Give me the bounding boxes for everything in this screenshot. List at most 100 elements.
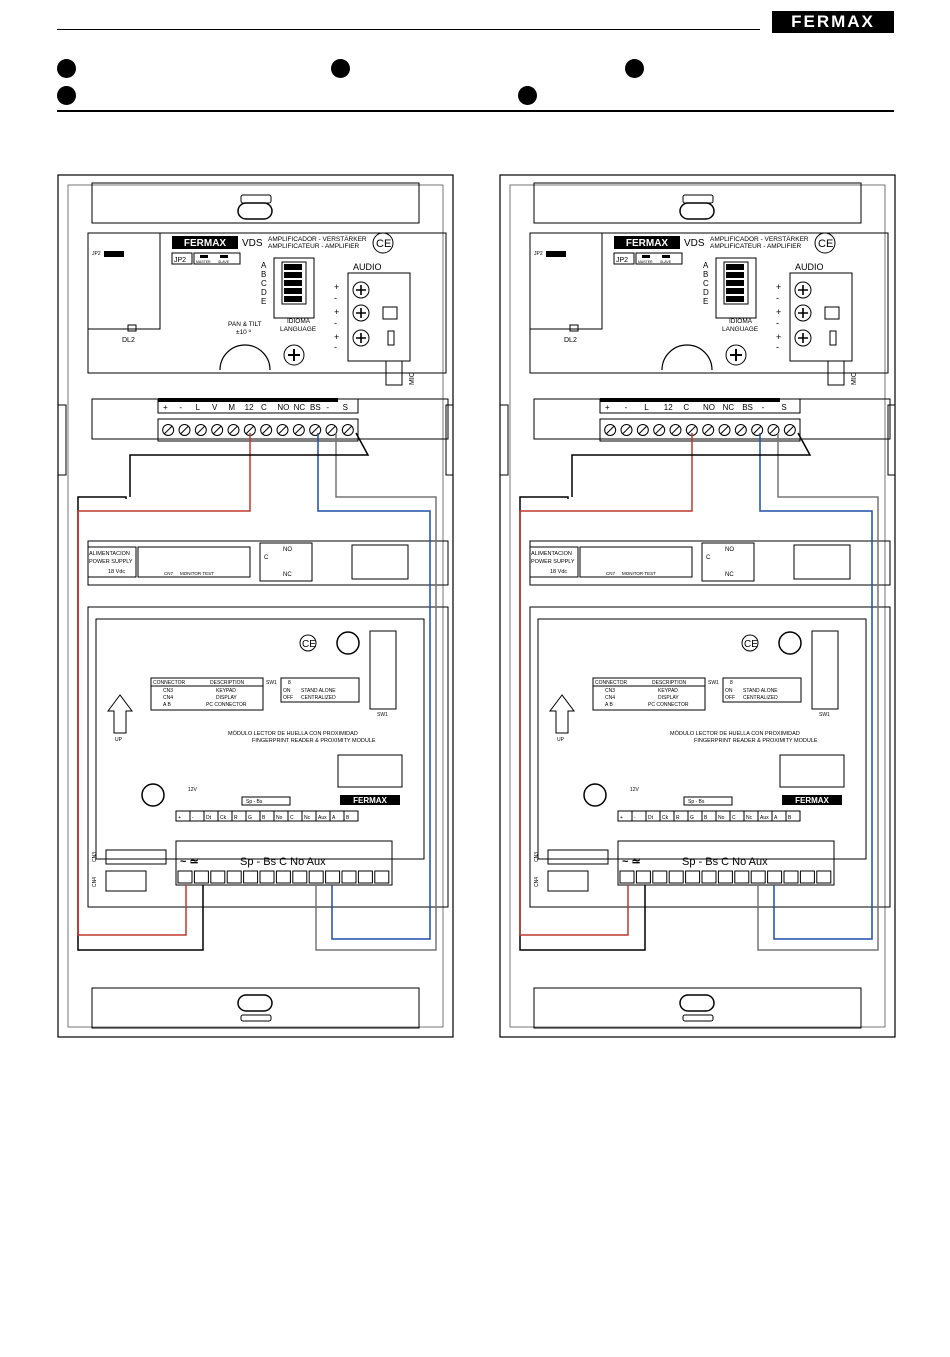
svg-text:CN3: CN3 [163, 688, 173, 694]
connector-label: - [634, 815, 636, 821]
connector-label: C [732, 815, 736, 821]
svg-text:OFF: OFF [725, 695, 735, 701]
strip-terminal [635, 870, 651, 884]
svg-text:CE: CE [744, 639, 758, 650]
svg-text:Sp - Bs C No Aux: Sp - Bs C No Aux [682, 856, 768, 868]
svg-text:SW1: SW1 [819, 712, 830, 718]
svg-text:VDS: VDS [684, 238, 705, 249]
connector-label: G [248, 815, 252, 821]
svg-text:POWER SUPPLY: POWER SUPPLY [531, 559, 575, 565]
svg-text:PAN & TILT: PAN & TILT [228, 321, 262, 328]
connector-label: C [290, 815, 294, 821]
svg-text:CE: CE [302, 639, 316, 650]
svg-text:DESCRIPTION: DESCRIPTION [652, 680, 687, 686]
connector-label: No [276, 815, 283, 821]
svg-text:SW1: SW1 [377, 712, 388, 718]
svg-text:D: D [261, 288, 267, 297]
connector-label: Dt [206, 815, 212, 821]
screw-terminal [341, 424, 354, 436]
left-panel: JP2 DL2 FERMAX VDS AMPLIFICADOR - VERSTÄ… [57, 174, 454, 1038]
screw-slot [212, 425, 222, 435]
svg-text:IDIOMA: IDIOMA [729, 318, 753, 325]
screw-terminal [309, 424, 322, 436]
svg-text:8: 8 [730, 680, 733, 686]
language-dip-switch: A B C D E [261, 257, 315, 319]
screw-terminal [620, 424, 633, 436]
screw-terminal [227, 424, 240, 436]
svg-text:18 Vdc: 18 Vdc [108, 569, 125, 575]
strip-terminal [292, 870, 308, 884]
screw-slot [196, 425, 206, 435]
svg-text:ON: ON [283, 688, 291, 694]
connector-label: Nc [746, 815, 753, 821]
svg-text:DISPLAY: DISPLAY [658, 695, 679, 701]
screw-slot [163, 425, 173, 435]
svg-text:18 Vdc: 18 Vdc [550, 569, 567, 575]
svg-text:-: - [776, 318, 779, 328]
svg-text:MÓDULO LECTOR DE HUELLA CON PR: MÓDULO LECTOR DE HUELLA CON PROXIMIDAD [228, 730, 358, 737]
right-panel: JP2 DL2 FERMAX VDS AMPLIFICADOR - VERSTÄ… [499, 174, 896, 1038]
amp-title-1: AMPLIFICADOR - VERSTÄRKER [268, 235, 367, 243]
svg-text:C: C [261, 279, 267, 288]
svg-text:8: 8 [288, 680, 291, 686]
svg-text:STAND ALONE: STAND ALONE [743, 688, 778, 694]
terminal-label: NC [723, 403, 735, 412]
screw-terminal [260, 424, 273, 436]
svg-text:+: + [334, 332, 339, 342]
svg-text:-: - [334, 293, 337, 303]
svg-text:CN4: CN4 [163, 695, 173, 701]
svg-text:+: + [776, 307, 781, 317]
svg-text:KEYPAD: KEYPAD [658, 688, 678, 694]
strip-terminal [193, 870, 209, 884]
terminal-label: + [605, 403, 610, 412]
svg-text:-: - [334, 342, 337, 352]
svg-text:C: C [706, 555, 711, 561]
screw-slot [605, 425, 615, 435]
screw-slot [752, 425, 762, 435]
svg-text:Sp - Bs: Sp - Bs [246, 799, 263, 805]
svg-text:+: + [776, 332, 781, 342]
screw-terminal [162, 424, 175, 436]
terminal-label: C [261, 403, 267, 412]
svg-text:A: A [703, 261, 709, 270]
terminal-label: BS [742, 403, 753, 412]
screw-slot [245, 425, 255, 435]
screw-slot [654, 425, 664, 435]
connector-label: B [788, 815, 792, 821]
screw-terminal [604, 424, 617, 436]
svg-text:Sp - Bs C No Aux: Sp - Bs C No Aux [240, 856, 326, 868]
svg-text:NO: NO [283, 547, 292, 553]
svg-text:+: + [334, 307, 339, 317]
svg-text:CN3: CN3 [92, 852, 98, 862]
svg-text:UP: UP [115, 737, 123, 743]
screw-terminal [636, 424, 649, 436]
terminal-label: V [212, 403, 218, 412]
screw-slot [785, 425, 795, 435]
svg-text:CONNECTOR: CONNECTOR [153, 680, 186, 686]
screw-slot [720, 425, 729, 435]
screw-terminal [767, 424, 780, 436]
connector-label: B [704, 815, 708, 821]
svg-text:IDIOMA: IDIOMA [287, 318, 311, 325]
terminal-label: M [228, 403, 235, 412]
svg-text:FINGERPRINT READER & PROXIMITY: FINGERPRINT READER & PROXIMITY MODULE [252, 738, 376, 744]
strip-terminal [685, 870, 701, 884]
svg-text:JP2: JP2 [534, 251, 543, 257]
svg-text:A B: A B [605, 702, 613, 708]
svg-text:CN7: CN7 [606, 571, 615, 576]
svg-text:KEYPAD: KEYPAD [216, 688, 236, 694]
svg-text:CN4: CN4 [605, 695, 615, 701]
svg-text:D: D [703, 288, 709, 297]
svg-text:Sp - Bs: Sp - Bs [688, 799, 705, 805]
svg-text:PC CONNECTOR: PC CONNECTOR [648, 702, 689, 708]
strip-terminal [243, 870, 259, 884]
terminal-label: C [683, 403, 689, 412]
svg-text:CN3: CN3 [534, 852, 540, 862]
screw-slot [261, 425, 271, 435]
svg-text:A: A [261, 261, 267, 270]
strip-terminal [799, 870, 815, 884]
connector-label: G [690, 815, 694, 821]
strip-terminal [226, 870, 242, 884]
